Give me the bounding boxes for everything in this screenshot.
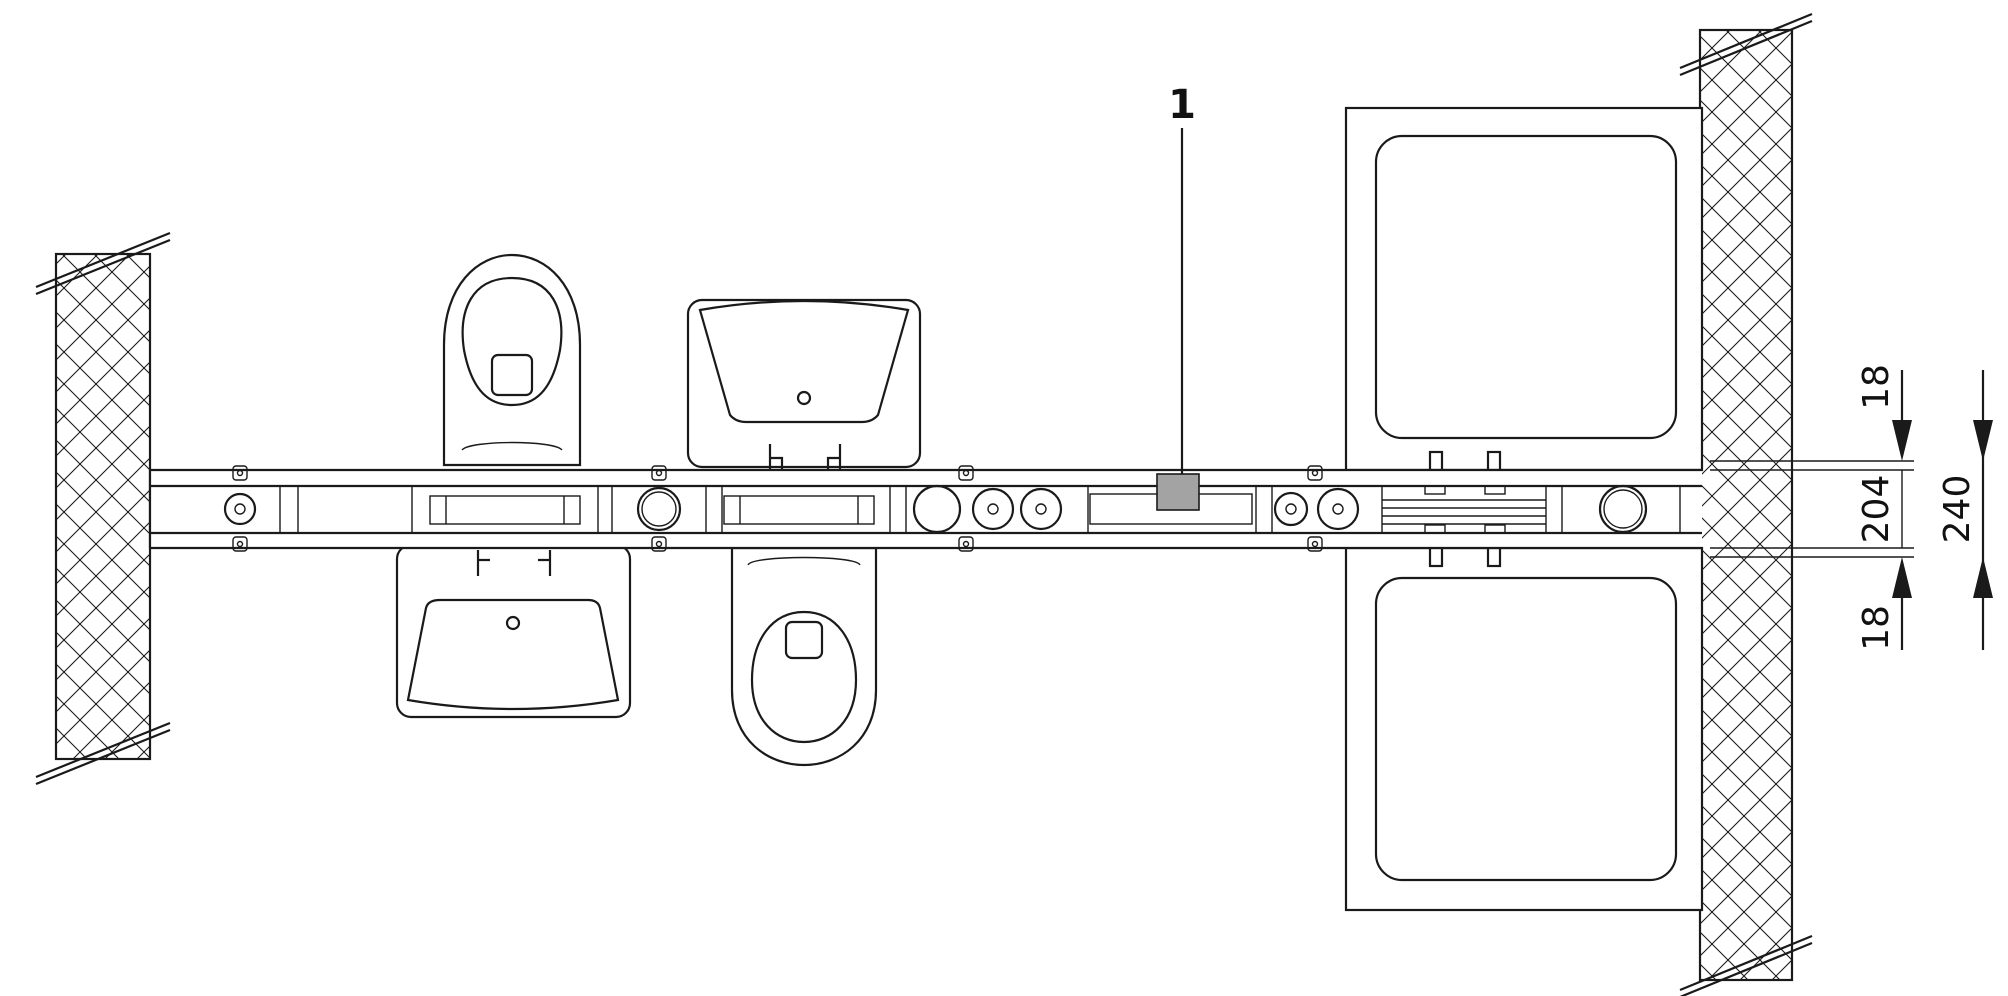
washbasin-upper: [686, 298, 922, 470]
installation-frame: [148, 465, 1702, 552]
wc-pan-lower: [730, 546, 878, 766]
callout-marker: [1156, 473, 1200, 511]
dim-label-204: 204: [1856, 475, 1897, 544]
dim-label-18-bottom: 18: [1856, 605, 1897, 651]
dimension-lines: [1710, 370, 1993, 650]
wc-pan-upper: [442, 253, 582, 467]
shower-tray-lower: [1344, 544, 1704, 912]
right-wall: [1679, 12, 1813, 996]
washbasin-lower: [395, 543, 632, 719]
left-wall: [35, 231, 171, 786]
dim-label-240: 240: [1937, 475, 1978, 544]
shower-tray-upper: [1344, 106, 1704, 474]
dim-label-18-top: 18: [1856, 364, 1897, 410]
callout-1: 1: [1156, 82, 1200, 511]
callout-label: 1: [1168, 82, 1196, 128]
